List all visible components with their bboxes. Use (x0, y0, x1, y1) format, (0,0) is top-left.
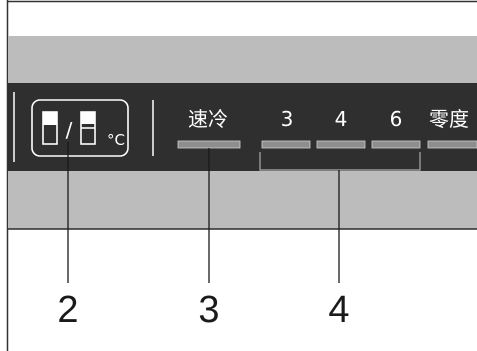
fridge-freezer-button-outline (31, 99, 129, 157)
setting-3-indicator[interactable] (261, 140, 311, 149)
settings-group-bracket (259, 152, 421, 171)
callout-number-2: 2 (57, 289, 78, 331)
quick-cool-indicator[interactable] (177, 140, 241, 149)
callout-number-4: 4 (328, 289, 349, 331)
panel-lower-grey-band (8, 171, 477, 229)
panel-dark-strip (8, 83, 477, 171)
fridge-freezer-selector-icon (42, 111, 96, 145)
zero-degree-label: 零度 (429, 107, 469, 131)
quick-cool-label: 速冷 (188, 107, 228, 131)
celsius-unit-label: °C (107, 131, 125, 149)
setting-4-label: 4 (335, 107, 348, 131)
zero-degree-indicator[interactable] (427, 140, 477, 149)
setting-6-indicator[interactable] (371, 140, 421, 149)
selector-separator: / (66, 118, 73, 142)
panel-upper-grey-band (8, 36, 477, 83)
setting-3-label: 3 (281, 107, 294, 131)
callout-number-3: 3 (198, 289, 219, 331)
setting-4-indicator[interactable] (316, 140, 366, 149)
setting-6-label: 6 (390, 107, 403, 131)
fridge-freezer-button[interactable]: / °C (31, 99, 129, 157)
